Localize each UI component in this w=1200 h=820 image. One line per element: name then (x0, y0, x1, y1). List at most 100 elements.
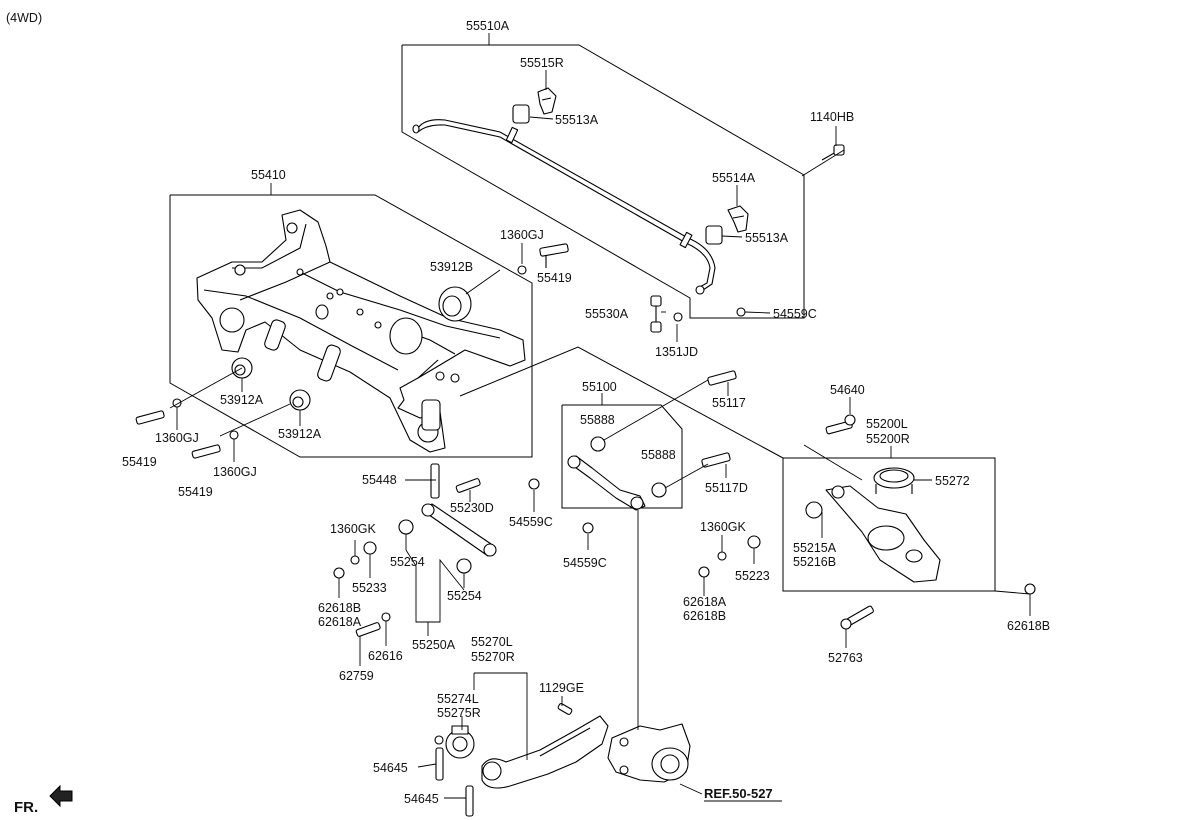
label-53912b: 53912B (430, 260, 473, 274)
label-62618a-2: 62618A (683, 595, 727, 609)
label-1360gj-1: 1360GJ (500, 228, 544, 242)
nut-62618a-2 (698, 566, 710, 578)
label-55274l: 55274L (437, 692, 479, 706)
labels: (4WD) 55510A 55515R 55513A 1140HB 55514A… (6, 11, 1050, 816)
stabilizer-bar (412, 119, 716, 295)
label-55223: 55223 (735, 569, 770, 583)
label-55117d: 55117D (705, 481, 748, 495)
variant-label: (4WD) (6, 11, 42, 25)
label-1360gk-2: 1360GK (700, 520, 747, 534)
label-54559c-3: 54559C (563, 556, 607, 570)
bolt-55230d (455, 478, 481, 493)
bolt-62759 (355, 622, 381, 637)
stabilizer-bushing-1 (512, 87, 557, 124)
label-1140hb: 1140HB (810, 110, 854, 124)
label-1351jd: 1351JD (655, 345, 698, 359)
bushing-53912b (438, 286, 472, 322)
nut-54559c-1 (528, 478, 540, 490)
label-54559c-1: 54559C (773, 307, 817, 321)
trailing-arm-55270 (481, 715, 609, 789)
washer-55223 (747, 535, 761, 549)
label-55275r: 55275R (437, 706, 481, 720)
label-55254-1: 55254 (390, 555, 425, 569)
bolt-54645-2 (465, 785, 474, 817)
bolt-52763 (840, 605, 874, 630)
nut-62618b-3 (1024, 583, 1036, 595)
label-62618b-3: 62618B (1007, 619, 1050, 633)
bolt-1129ge (557, 703, 573, 715)
label-62759: 62759 (339, 669, 374, 683)
label-55250a: 55250A (412, 638, 456, 652)
label-53912a-1: 53912A (220, 393, 264, 407)
label-55510a: 55510A (466, 19, 510, 33)
knuckle-hub (607, 723, 691, 783)
frame-crossmember-group (169, 194, 533, 458)
label-55117: 55117 (712, 396, 746, 410)
label-55419-1: 55419 (537, 271, 572, 285)
label-52763: 52763 (828, 651, 863, 665)
label-62618a-1: 62618A (318, 615, 362, 629)
ref-label[interactable]: REF.50-527 (704, 786, 773, 801)
nut-62618b-1 (333, 567, 345, 579)
label-55270l: 55270L (471, 635, 513, 649)
bolt-55419-2 (135, 398, 182, 425)
label-55216b: 55216B (793, 555, 836, 569)
bolt-55419-1 (517, 243, 569, 275)
label-55888-2: 55888 (641, 448, 676, 462)
bushing-55215a (805, 501, 823, 519)
label-55270r: 55270R (471, 650, 515, 664)
label-55215a: 55215A (793, 541, 837, 555)
lower-control-arm (567, 436, 667, 511)
frame-lower-arm-group (561, 404, 683, 509)
leader-lines (169, 33, 1031, 799)
label-55230d: 55230D (450, 501, 494, 515)
bolt-54645-1 (434, 735, 444, 781)
label-55888-1: 55888 (580, 413, 615, 427)
stabilizer-link (650, 295, 746, 333)
bolt-55117 (707, 370, 737, 386)
washer-1360gk-1 (350, 555, 360, 565)
label-55513a-2: 55513A (745, 231, 789, 245)
label-55200r: 55200R (866, 432, 910, 446)
bushing-55274 (445, 725, 475, 759)
label-55530a: 55530A (585, 307, 629, 321)
label-55514a: 55514A (712, 171, 756, 185)
washer-1360gk-2 (717, 551, 727, 561)
washer-55233 (363, 541, 377, 555)
spring-seat-55272 (873, 467, 915, 494)
label-54645-1: 54645 (373, 761, 408, 775)
nut-54559c-2 (582, 522, 594, 534)
label-62618b-1: 62618B (318, 601, 361, 615)
bushing-55254-2 (456, 558, 472, 574)
label-55200l: 55200L (866, 417, 908, 431)
bolt-54640 (825, 414, 856, 435)
label-1360gj-3: 1360GJ (213, 465, 257, 479)
bolt-55448 (430, 463, 440, 499)
frame-stabilizer-group (401, 44, 805, 319)
washer-62616 (381, 612, 391, 622)
direction-label: FR. (14, 799, 38, 816)
label-53912a-2: 53912A (278, 427, 322, 441)
label-54640: 54640 (830, 383, 865, 397)
rear-crossmember (196, 209, 526, 453)
label-1129ge: 1129GE (539, 681, 584, 695)
label-62618b-2: 62618B (683, 609, 726, 623)
spring-lower-arm (825, 485, 941, 583)
bolt-55419-3 (191, 430, 239, 459)
label-55515r: 55515R (520, 56, 564, 70)
label-55410: 55410 (251, 168, 286, 182)
label-55419-2: 55419 (122, 455, 157, 469)
label-1360gj-2: 1360GJ (155, 431, 199, 445)
label-55513a-1: 55513A (555, 113, 599, 127)
label-55254-2: 55254 (447, 589, 482, 603)
label-1360gk-1: 1360GK (330, 522, 377, 536)
label-55419-3: 55419 (178, 485, 213, 499)
frame-rear-link (459, 346, 784, 459)
label-55233: 55233 (352, 581, 387, 595)
bushing-55254-1 (398, 519, 414, 535)
label-54645-2: 54645 (404, 792, 439, 806)
bushing-53912a-2 (289, 389, 311, 411)
label-55448: 55448 (362, 473, 397, 487)
label-55272: 55272 (935, 474, 970, 488)
